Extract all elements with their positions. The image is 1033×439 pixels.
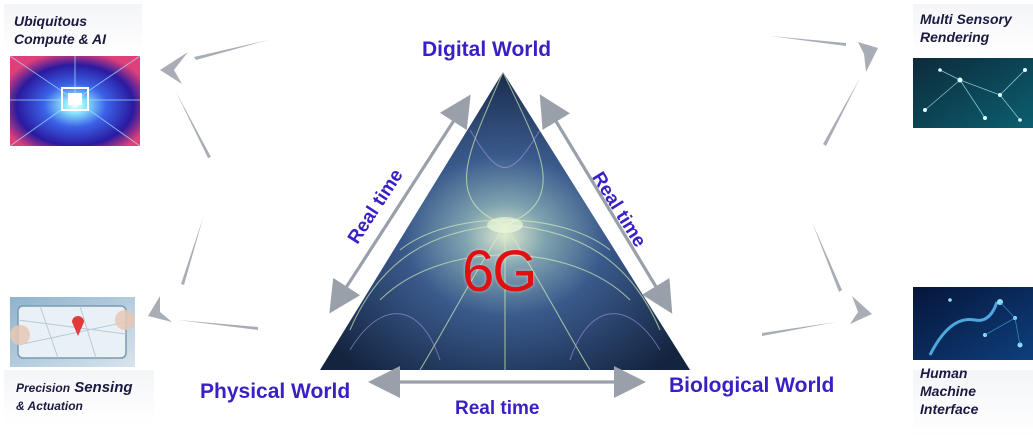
hmi-line1: Human bbox=[920, 365, 968, 381]
realtime-label-bottom: Real time bbox=[455, 398, 540, 419]
center-6g-label: 6G bbox=[462, 239, 537, 304]
biological-world-label: Biological World bbox=[669, 374, 835, 397]
card-bottom-left bbox=[4, 370, 154, 425]
compute-ai-thumbnail bbox=[9, 55, 141, 147]
multi-sensory-label: Multi Sensory Rendering bbox=[920, 10, 1012, 46]
card-top-right bbox=[913, 4, 1033, 56]
ubiquitous-compute-line1: Ubiquitous bbox=[14, 13, 88, 29]
arrow-right-edge bbox=[539, 94, 673, 314]
hmi-line3: Interface bbox=[920, 401, 979, 417]
card-top-left bbox=[4, 4, 142, 56]
feature-connectors bbox=[148, 36, 878, 336]
card-bottom-right bbox=[913, 370, 1033, 439]
physical-world-label: Physical World bbox=[200, 380, 351, 403]
arrow-left-edge bbox=[329, 94, 471, 314]
precision-word: Precision bbox=[16, 381, 71, 395]
multi-sensory-line1: Multi Sensory bbox=[920, 11, 1012, 27]
precision-sensing-line2: & Actuation bbox=[16, 399, 83, 413]
rendering-thumbnail bbox=[913, 58, 1033, 128]
ubiquitous-compute-label: Ubiquitous Compute & AI bbox=[14, 12, 106, 48]
multi-sensory-line2: Rendering bbox=[920, 29, 990, 45]
precision-sensing-line1: Precision Sensing bbox=[16, 378, 133, 397]
sensing-word: Sensing bbox=[70, 379, 133, 396]
realtime-arrows bbox=[329, 94, 673, 398]
digital-world-label: Digital World bbox=[422, 38, 552, 61]
hmi-line2: Machine bbox=[920, 383, 977, 399]
ubiquitous-compute-line2: Compute & AI bbox=[14, 31, 107, 47]
precision-sensing-label: Precision Sensing & Actuation bbox=[16, 378, 133, 415]
hmi-label: Human Machine Interface bbox=[920, 364, 978, 418]
hmi-thumbnail bbox=[913, 287, 1033, 360]
sensing-thumbnail bbox=[10, 297, 135, 367]
